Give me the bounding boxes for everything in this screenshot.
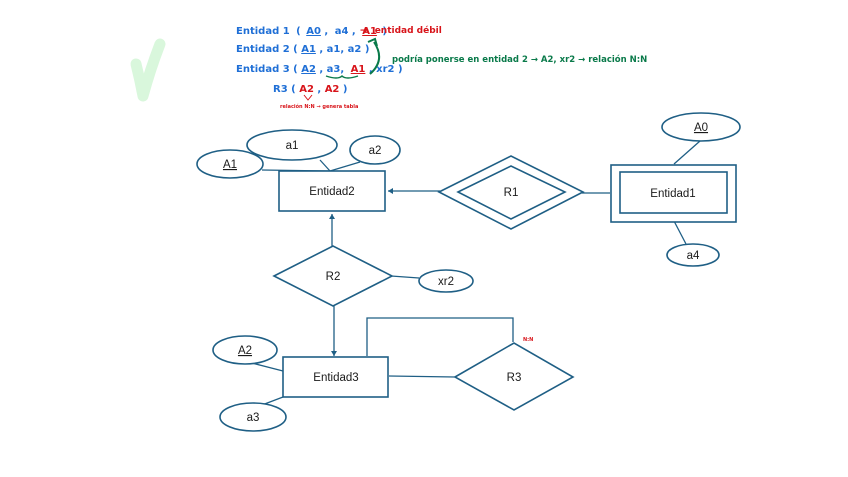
note-entidad3: Entidad 3 ( A2 , a3, A1 , xr2 ) [236, 64, 403, 75]
checkmark-icon [130, 38, 166, 102]
note-green-comment: podría ponerse en entidad 2 → A2, xr2 → … [392, 54, 647, 65]
svg-text:R3: R3 [507, 372, 522, 384]
svg-text:A2: A2 [238, 345, 252, 357]
svg-text:Entidad3: Entidad3 [313, 372, 358, 384]
svg-text:a1: a1 [286, 140, 299, 152]
note-r3: R3 ( A2 , A2 ) [273, 84, 347, 95]
note-entidad1: Entidad 1 ( A0 , a4 , A1 ) [236, 26, 387, 37]
svg-text:a2: a2 [369, 145, 382, 157]
relationship-r3[interactable]: R3 [453, 342, 575, 411]
entity-entidad2[interactable]: Entidad2 [278, 170, 386, 212]
svg-text:Entidad1: Entidad1 [650, 188, 695, 200]
attribute-a4[interactable]: a4 [666, 243, 720, 267]
relationship-r1-identifying[interactable]: R1 [437, 155, 585, 230]
attribute-xr2[interactable]: xr2 [418, 269, 474, 293]
svg-text:a4: a4 [687, 250, 700, 262]
connections [247, 140, 701, 406]
attribute-a3[interactable]: a3 [219, 402, 287, 432]
attribute-a2-key[interactable]: A2 [212, 335, 278, 365]
r3-pointer-mark [303, 94, 313, 101]
svg-text:R1: R1 [504, 187, 519, 199]
svg-text:A0: A0 [694, 122, 708, 134]
entity-entidad1-weak[interactable]: Entidad1 [610, 164, 737, 223]
note-r3-comment: relación N:N → genera tabla [280, 103, 358, 110]
relationship-r2[interactable]: R2 [272, 245, 394, 307]
r3-cardinality-note: N:N [523, 337, 533, 343]
underbrace-mark [325, 75, 359, 79]
svg-text:xr2: xr2 [438, 276, 454, 288]
entity-entidad3[interactable]: Entidad3 [282, 356, 389, 398]
svg-text:Entidad2: Entidad2 [309, 186, 354, 198]
attribute-a1-key[interactable]: A1 [196, 149, 264, 179]
svg-text:A1: A1 [223, 159, 237, 171]
note-entidad2: Entidad 2 ( A1 , a1, a2 ) [236, 44, 369, 55]
svg-text:R2: R2 [326, 271, 341, 283]
note-entidad1-comment: → entidad débil [360, 25, 442, 36]
svg-text:a3: a3 [247, 412, 260, 424]
handwritten-notes: Entidad 1 ( A0 , a4 , A1 ) → entidad déb… [236, 25, 647, 110]
attribute-a2[interactable]: a2 [349, 135, 401, 165]
attribute-a0-key[interactable]: A0 [661, 112, 741, 142]
attribute-a1[interactable]: a1 [246, 129, 338, 161]
